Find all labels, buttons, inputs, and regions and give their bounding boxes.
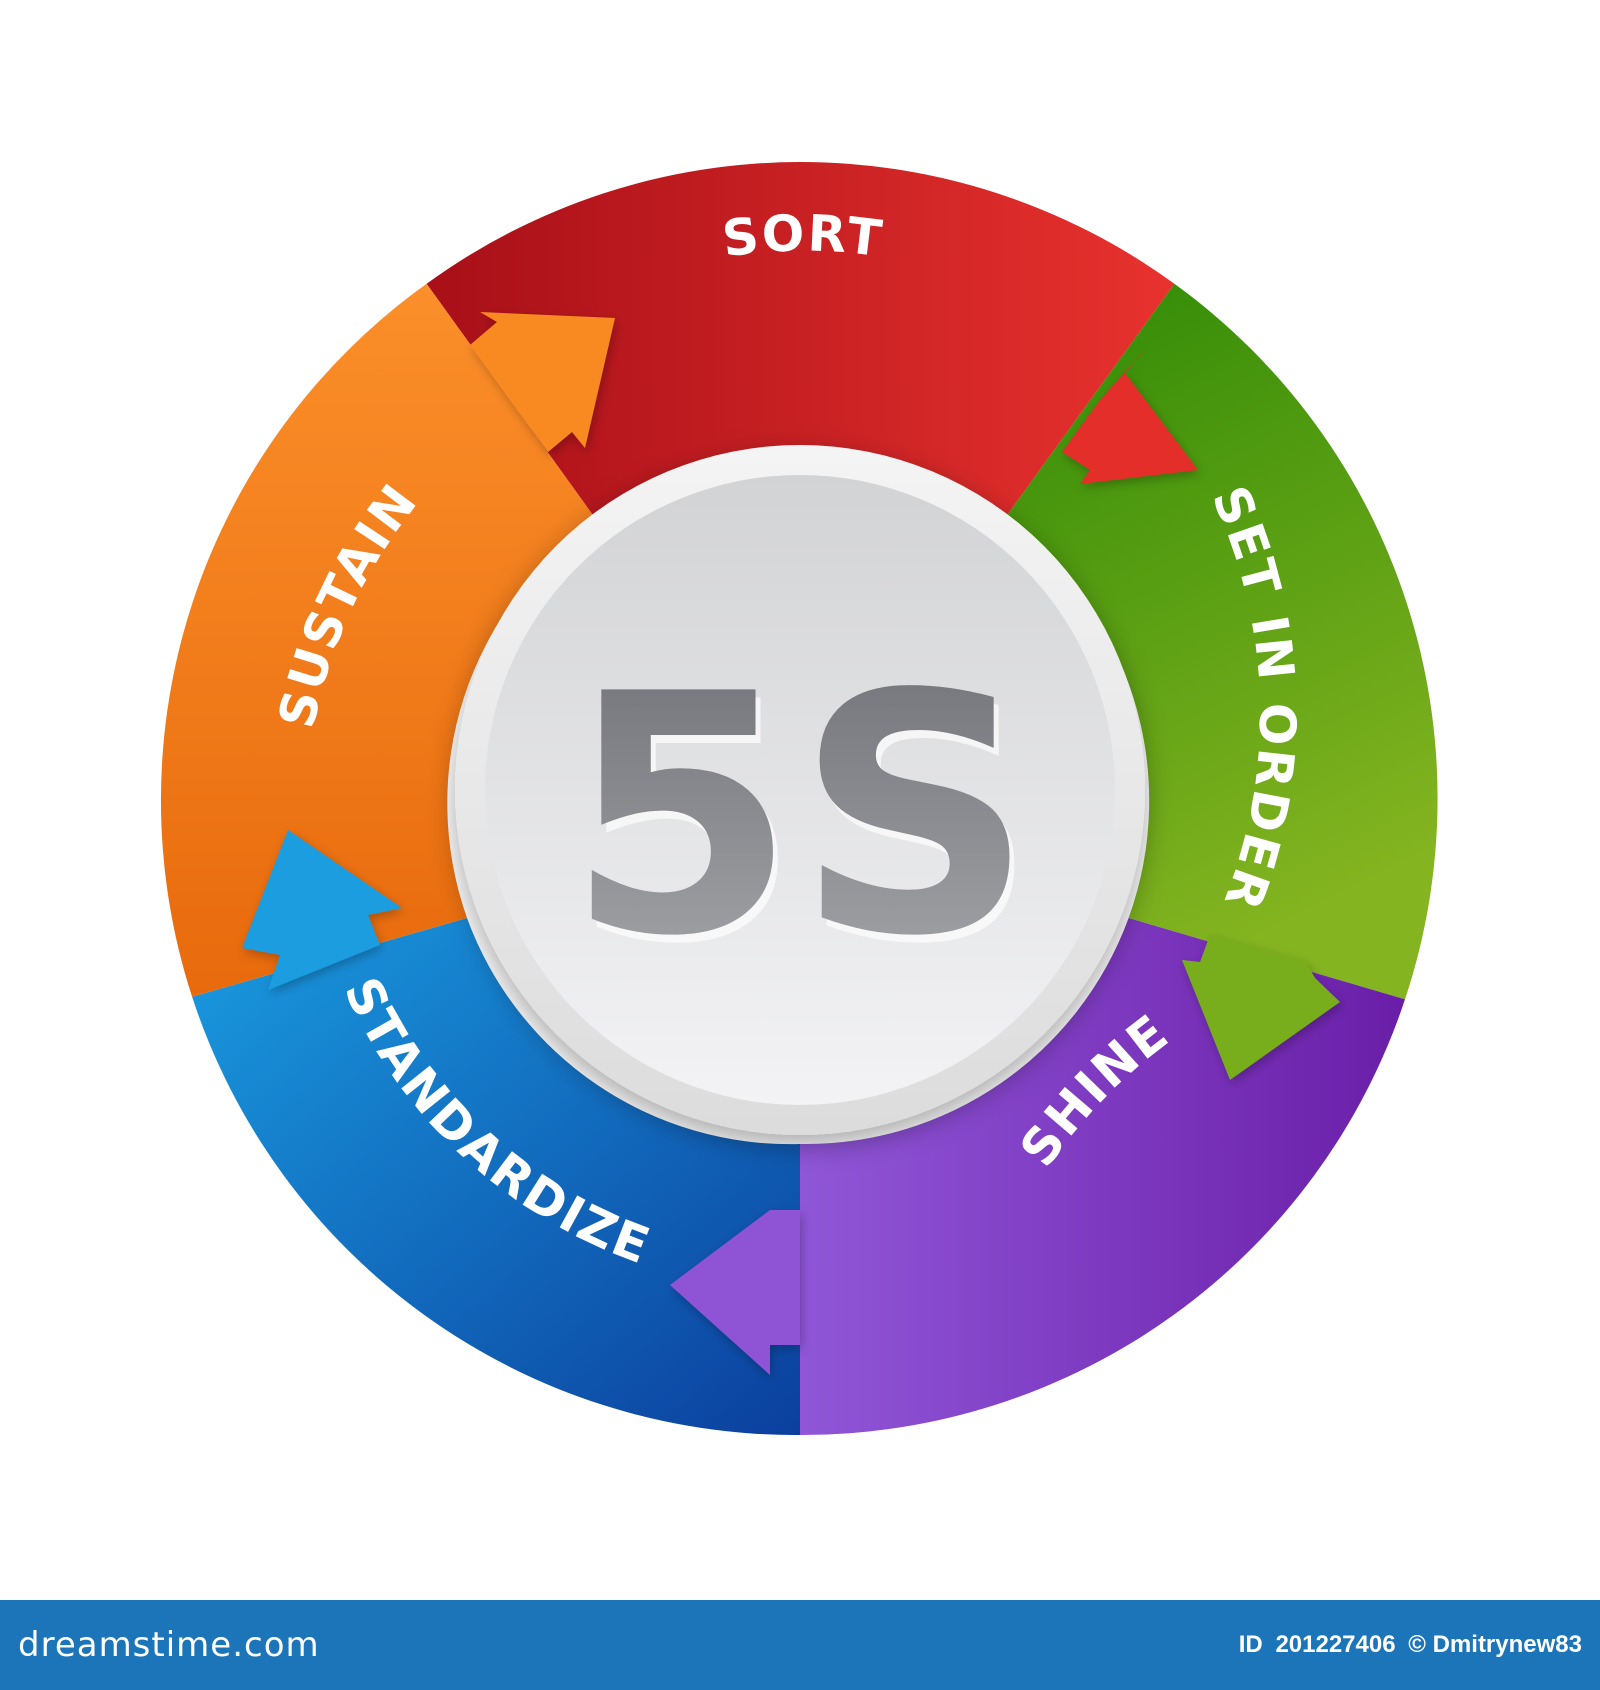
id-value: 201227406 <box>1275 1631 1396 1658</box>
center-disc-inner <box>485 475 1115 1105</box>
author: © Dmitrynew83 <box>1408 1631 1582 1658</box>
sort-label: SORT <box>719 204 886 268</box>
center-title: 5S <box>566 624 1033 1008</box>
standardize-arrow <box>242 830 402 990</box>
sustain-arrow <box>470 312 615 452</box>
watermark-footer: dreamstime.com ID 201227406 © Dmitrynew8… <box>0 1600 1600 1690</box>
set-in-order-arrow <box>1182 935 1340 1080</box>
id-label: ID <box>1238 1631 1263 1658</box>
segment-standardize <box>192 918 801 1436</box>
center-title-shadow: 5S <box>571 632 1038 1016</box>
segment-sort <box>426 162 1175 520</box>
five-s-cycle-diagram: SORT SET IN ORDER SHINE STANDARDIZE SUST… <box>160 162 1438 1436</box>
site-name: dreamstime.com <box>18 1625 320 1665</box>
shine-arrow <box>670 1210 800 1375</box>
segment-sustain <box>160 283 597 997</box>
sort-arrow <box>1062 346 1198 484</box>
image-credit: ID 201227406 © Dmitrynew83 <box>1233 1631 1582 1659</box>
